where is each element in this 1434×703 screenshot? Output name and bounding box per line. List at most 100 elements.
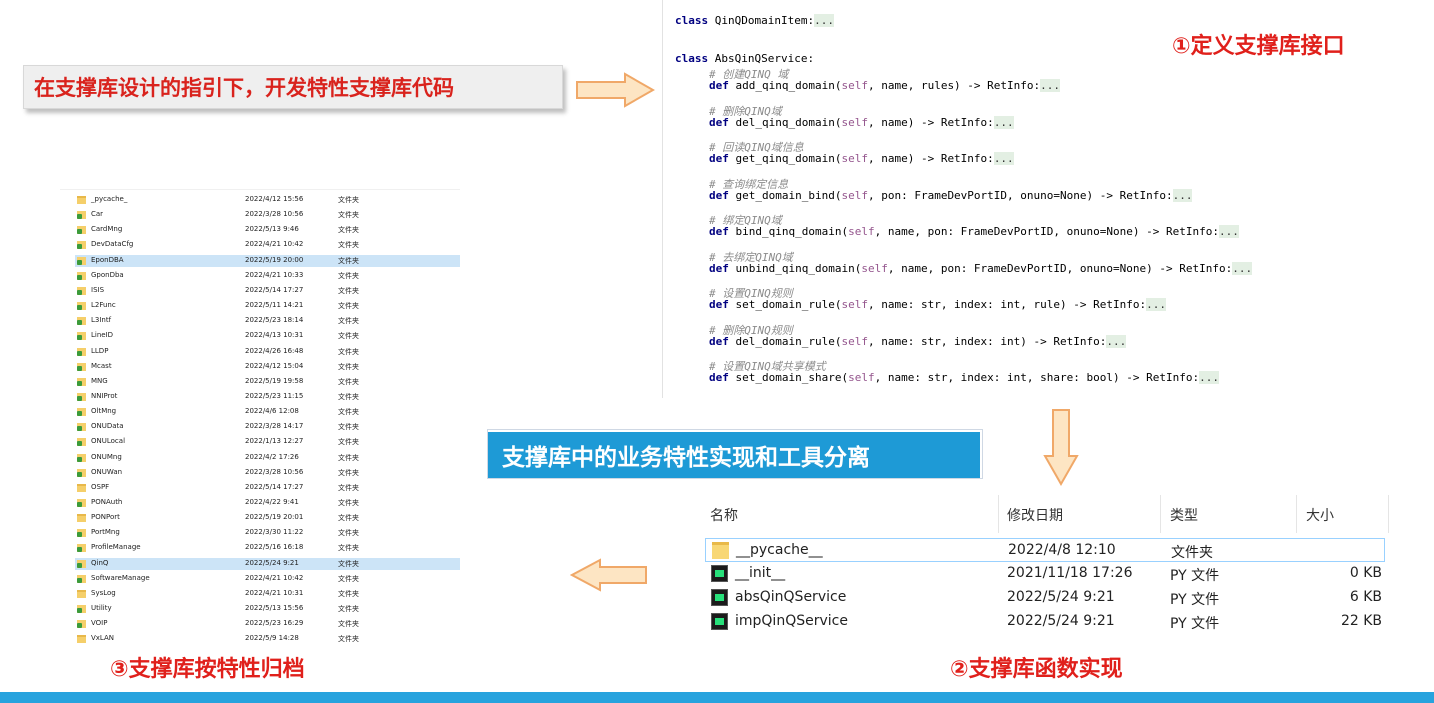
file-name: __pycache__ [736, 542, 823, 558]
folder-date: 2022/5/14 17:27 [245, 482, 304, 491]
column-header-date[interactable]: 修改日期 [1007, 508, 1063, 524]
folder-date: 2022/3/28 10:56 [245, 210, 304, 219]
column-divider[interactable] [1388, 495, 1389, 533]
file-type: PY 文件 [1170, 592, 1220, 608]
folder-name: L3Intf [91, 316, 112, 325]
folder-type: 文件夹 [338, 347, 359, 356]
folder-type: 文件夹 [338, 256, 359, 265]
step3-title: ③支撑库按特性归档 [110, 657, 305, 682]
code-comment: # 设置QINQ域共享模式 [709, 360, 826, 373]
package-icon [77, 423, 86, 432]
file-date: 2022/4/8 12:10 [1008, 542, 1116, 558]
intro-banner: 在支撑库设计的指引下，开发特性支撑库代码 [23, 65, 563, 109]
column-header-name[interactable]: 名称 [710, 508, 738, 524]
package-icon [77, 271, 86, 280]
folder-icon [77, 196, 86, 204]
folder-date: 2022/5/23 11:15 [245, 391, 304, 400]
code-line-class1: class QinQDomainItem:... [675, 14, 834, 27]
file-row[interactable]: __pycache__ 2022/4/8 12:10 文件夹 [705, 538, 1385, 562]
folder-name: EponDBA [91, 255, 124, 264]
folder-date: 2022/3/30 11:22 [245, 528, 304, 537]
folder-icon [77, 514, 86, 523]
file-name: impQinQService [735, 613, 848, 629]
column-divider[interactable] [1296, 495, 1297, 533]
folder-date: 2022/4/22 9:41 [245, 498, 299, 506]
folder-name: MNG [91, 376, 108, 385]
folder-type: 文件夹 [338, 544, 359, 553]
folder-type: 文件夹 [338, 468, 359, 477]
folder-date: 2022/4/12 15:56 [245, 195, 304, 203]
folder-type: 文件夹 [338, 211, 359, 220]
folder-type: 文件夹 [338, 196, 359, 204]
package-icon [77, 544, 86, 553]
column-divider[interactable] [1160, 495, 1161, 533]
package-icon [77, 408, 86, 417]
folder-name: ONULocal [91, 437, 126, 446]
code-method-line: def bind_qinq_domain(self, name, pon: Fr… [709, 225, 1239, 238]
folder-name: ProfileManage [91, 543, 141, 552]
folder-icon [77, 483, 86, 492]
arrow-right-icon [576, 72, 655, 108]
column-divider[interactable] [998, 495, 999, 533]
folder-type: 文件夹 [338, 529, 359, 538]
file-name: absQinQService [735, 589, 847, 605]
folder-date: 2022/5/19 19:58 [245, 376, 304, 385]
folder-type: 文件夹 [338, 423, 359, 432]
file-type: 文件夹 [1171, 545, 1213, 561]
folder-date: 2022/3/28 10:56 [245, 467, 304, 476]
folder-type: 文件夹 [338, 408, 359, 417]
folder-name: NNIProt [91, 391, 118, 400]
file-size: 0 KB [1349, 565, 1382, 581]
column-header-size[interactable]: 大小 [1306, 508, 1334, 524]
file-explorer: 名称 修改日期 类型 大小 __pycache__ 2022/4/8 12:10 文… [700, 495, 1390, 645]
folder-row[interactable]: MNG 2022/5/19 19:58 文件夹 [75, 376, 460, 389]
code-comment: # 设置QINQ规则 [709, 287, 793, 300]
folder-date: 2022/5/23 18:14 [245, 316, 304, 325]
folder-name: OltMng [91, 407, 117, 416]
column-header-type[interactable]: 类型 [1170, 508, 1198, 524]
folder-type: 文件夹 [338, 514, 359, 523]
folder-date: 2022/4/13 10:31 [245, 331, 304, 340]
folder-type: 文件夹 [338, 377, 359, 386]
folder-type: 文件夹 [338, 605, 359, 614]
code-comment: # 绑定QINQ域 [709, 214, 782, 227]
package-icon [77, 211, 86, 220]
code-method-line: def del_domain_rule(self, name: str, ind… [709, 334, 1127, 348]
code-comment: # 创建QINQ 域 [709, 68, 789, 81]
folder-name: VxLAN [91, 634, 115, 643]
package-icon [77, 574, 86, 583]
package-icon [77, 332, 86, 341]
